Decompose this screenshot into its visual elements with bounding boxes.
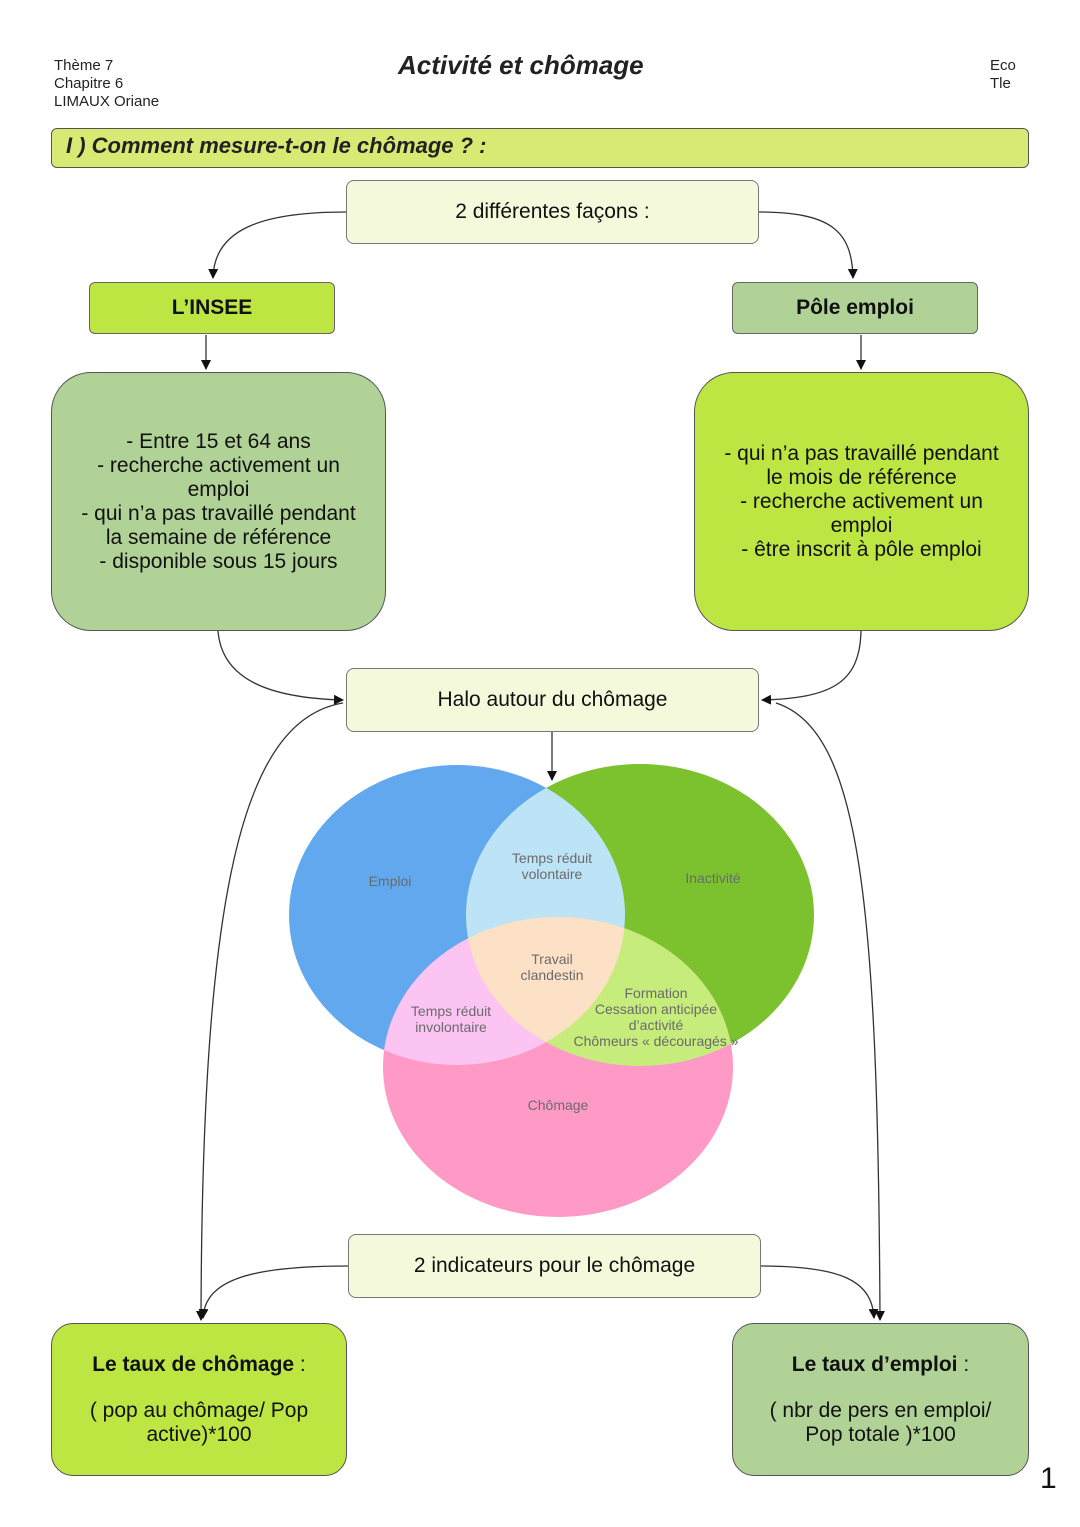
pole-line: le mois de référence — [766, 465, 957, 489]
halo-box: Halo autour du chômage — [346, 668, 759, 732]
venn-label-halo-decourages: Chômeurs « découragés » — [574, 1033, 739, 1049]
arrow-insee-to-halo — [217, 630, 344, 705]
header-level: Tle — [990, 75, 1011, 92]
venn-label-emploi: Emploi — [369, 873, 412, 889]
pole-emploi-label-text: Pôle emploi — [796, 296, 914, 319]
page-number: 1 — [1040, 1462, 1057, 1495]
venn-diagram: Emploi Inactivité Chômage Temps réduit v… — [289, 764, 814, 1217]
venn-label-temps-reduit-volontaire-2: volontaire — [522, 866, 583, 882]
venn-label-chomage: Chômage — [528, 1097, 589, 1113]
header-right: Eco Tle — [990, 57, 1016, 93]
arrow-pole-to-halo — [761, 630, 862, 705]
taux-emploi-formula-line: ( nbr de pers en emploi/ — [769, 1398, 992, 1422]
pole-line: emploi — [830, 513, 893, 537]
venn-label-temps-reduit-involontaire-2: involontaire — [415, 1019, 487, 1035]
arrow-indicators-to-taux-chomage — [198, 1265, 349, 1319]
header-theme: Thème 7 — [54, 57, 114, 74]
arrow-ways-to-pole — [757, 211, 858, 279]
insee-label-text: L’INSEE — [171, 296, 253, 319]
indicators-box-label: 2 indicateurs pour le chômage — [413, 1254, 696, 1277]
pole-line: - qui n’a pas travaillé pendant — [724, 441, 999, 465]
ways-box: 2 différentes façons : — [346, 180, 759, 244]
header-left: Thème 7 Chapitre 6 LIMAUX Oriane — [54, 57, 159, 111]
venn-label-travail-clandestin-1: Travail — [531, 951, 573, 967]
halo-box-label: Halo autour du chômage — [437, 688, 668, 711]
taux-emploi-formula-line: Pop totale )*100 — [805, 1422, 956, 1446]
insee-line: - disponible sous 15 jours — [99, 549, 338, 573]
venn-label-temps-reduit-volontaire-1: Temps réduit — [512, 850, 592, 866]
pole-line: - recherche activement un — [740, 489, 983, 513]
pole-emploi-label: Pôle emploi — [732, 282, 978, 334]
taux-chomage-formula-line: ( pop au chômage/ Pop — [89, 1398, 309, 1422]
header-author: LIMAUX Oriane — [54, 93, 160, 110]
insee-definition-box: - Entre 15 et 64 ans - recherche activem… — [51, 372, 386, 631]
venn-label-halo-formation: Formation — [624, 985, 687, 1001]
taux-emploi-colon: : — [957, 1352, 970, 1376]
indicators-box: 2 indicateurs pour le chômage — [348, 1234, 761, 1298]
page-title: Activité et chômage — [398, 50, 644, 80]
arrow-indicators-to-taux-emploi — [759, 1265, 879, 1319]
ways-box-label: 2 différentes façons : — [455, 200, 650, 223]
venn-label-inactivite: Inactivité — [685, 870, 740, 886]
taux-chomage-formula-line: active)*100 — [146, 1422, 252, 1446]
pole-line: - être inscrit à pôle emploi — [741, 537, 982, 561]
taux-chomage-box: Le taux de chômage : ( pop au chômage/ P… — [51, 1323, 347, 1476]
header-chapter: Chapitre 6 — [54, 75, 124, 92]
taux-emploi-title: Le taux d’emploi — [791, 1352, 958, 1376]
arrow-ways-to-insee — [208, 211, 347, 279]
insee-line: - Entre 15 et 64 ans — [126, 429, 311, 453]
taux-chomage-title: Le taux de chômage — [92, 1352, 295, 1376]
taux-chomage-colon: : — [294, 1352, 306, 1376]
arrow-halo-to-taux-chomage — [196, 702, 344, 1321]
venn-label-travail-clandestin-2: clandestin — [520, 967, 583, 983]
insee-line: - recherche activement un — [97, 453, 340, 477]
section-title: I ) Comment mesure-t-on le chômage ? : — [51, 128, 1029, 168]
header-subject: Eco — [990, 57, 1016, 74]
venn-label-halo-cessation: Cessation anticipée — [595, 1001, 717, 1017]
insee-label: L’INSEE — [89, 282, 335, 334]
venn-shapes — [289, 764, 814, 1217]
venn-label-temps-reduit-involontaire-1: Temps réduit — [411, 1003, 491, 1019]
taux-emploi-box: Le taux d’emploi : ( nbr de pers en empl… — [732, 1323, 1029, 1476]
insee-line: emploi — [187, 477, 250, 501]
venn-label-halo-activite: d’activité — [629, 1017, 684, 1033]
pole-emploi-definition-box: - qui n’a pas travaillé pendant le mois … — [694, 372, 1029, 631]
insee-line: la semaine de référence — [105, 525, 332, 549]
insee-line: - qui n’a pas travaillé pendant — [81, 501, 356, 525]
arrow-halo-to-taux-emploi — [775, 702, 885, 1321]
